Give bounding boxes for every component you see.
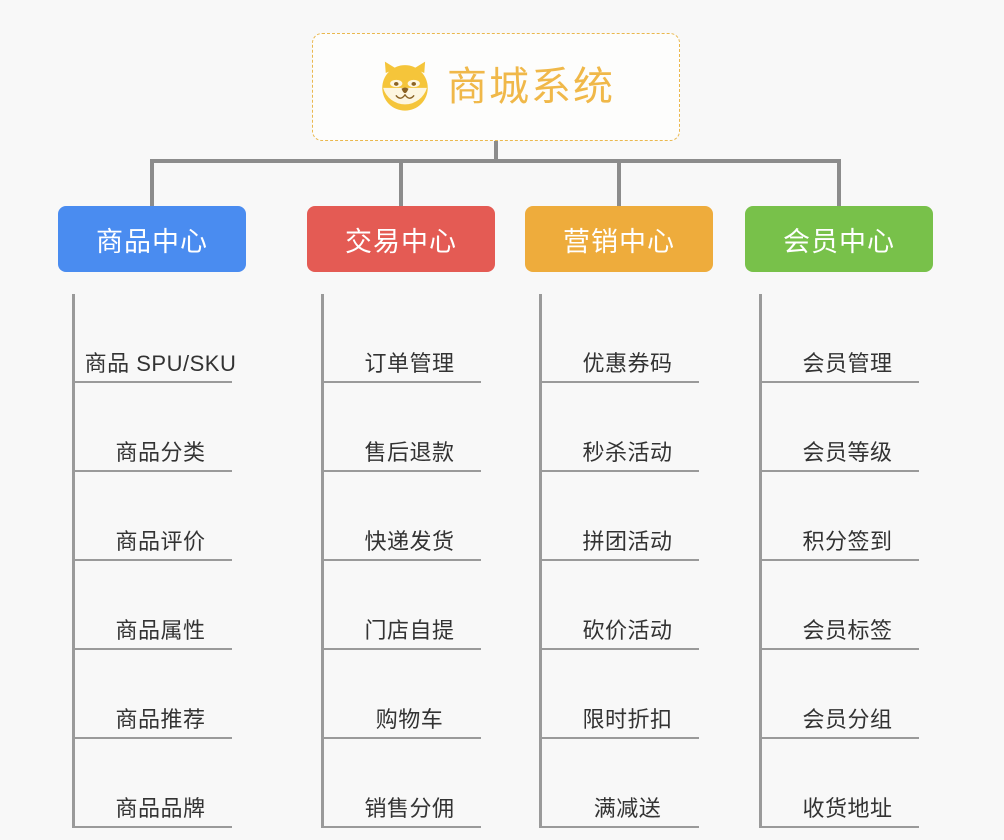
leaf-item-label: 会员管理 (802, 351, 893, 376)
leaf-item-label: 商品 SPU/SKU (84, 351, 237, 376)
leaf-item-label: 会员等级 (802, 440, 893, 465)
column-member-center: 会员中心会员管理会员等级积分签到会员标签会员分组收货地址 (745, 206, 933, 828)
leaf-item[interactable]: 会员分组 (762, 650, 933, 739)
column-product-center: 商品中心商品 SPU/SKU 商品分类商品评价商品属性商品推荐商品品牌 (58, 206, 246, 828)
leaf-item-label: 商品推荐 (115, 707, 206, 732)
connector-horizontal-bus (152, 159, 840, 163)
connector-root-stem (494, 141, 498, 163)
leaf-item[interactable]: 商品品牌 (75, 739, 246, 828)
leaf-item-label: 快递发货 (364, 529, 455, 554)
column-trade-center: 交易中心订单管理售后退款快递发货门店自提购物车销售分佣 (307, 206, 495, 828)
connector-drop-1 (150, 159, 154, 208)
leaf-item[interactable]: 会员等级 (762, 383, 933, 472)
leaf-item[interactable]: 快递发货 (324, 472, 495, 561)
leaf-item-label: 限时折扣 (582, 707, 673, 732)
leaf-list-product-center: 商品 SPU/SKU 商品分类商品评价商品属性商品推荐商品品牌 (72, 294, 246, 828)
leaf-item-label: 拼团活动 (582, 529, 673, 554)
connector-drop-2 (399, 159, 403, 208)
leaf-item-label: 商品品牌 (115, 796, 206, 821)
leaf-list-marketing-center: 优惠券码秒杀活动拼团活动砍价活动限时折扣满减送 (539, 294, 713, 828)
root-node[interactable]: 商城系统 (312, 33, 680, 141)
leaf-item-label: 销售分佣 (364, 796, 455, 821)
column-header-marketing-center[interactable]: 营销中心 (525, 206, 713, 272)
leaf-item[interactable]: 满减送 (542, 739, 713, 828)
leaf-item-label: 售后退款 (364, 440, 455, 465)
leaf-item-label: 砍价活动 (582, 618, 673, 643)
leaf-item-label: 会员分组 (802, 707, 893, 732)
leaf-item-label: 积分签到 (802, 529, 893, 554)
column-header-member-center[interactable]: 会员中心 (745, 206, 933, 272)
column-header-trade-center[interactable]: 交易中心 (307, 206, 495, 272)
leaf-item-label: 商品属性 (115, 618, 206, 643)
leaf-item-label: 商品分类 (115, 440, 206, 465)
connector-drop-3 (617, 159, 621, 208)
leaf-item[interactable]: 订单管理 (324, 294, 495, 383)
leaf-item-label: 门店自提 (364, 618, 455, 643)
leaf-item-label: 商品评价 (115, 529, 206, 554)
leaf-item[interactable]: 秒杀活动 (542, 383, 713, 472)
leaf-item[interactable]: 门店自提 (324, 561, 495, 650)
leaf-item-label: 优惠券码 (582, 351, 673, 376)
leaf-item[interactable]: 优惠券码 (542, 294, 713, 383)
column-header-label: 交易中心 (345, 226, 457, 257)
leaf-item-label: 满减送 (593, 796, 662, 821)
leaf-item[interactable]: 会员管理 (762, 294, 933, 383)
leaf-list-trade-center: 订单管理售后退款快递发货门店自提购物车销售分佣 (321, 294, 495, 828)
leaf-item[interactable]: 积分签到 (762, 472, 933, 561)
column-header-label: 营销中心 (563, 226, 675, 257)
leaf-item[interactable]: 商品 SPU/SKU (75, 294, 246, 383)
column-header-label: 会员中心 (783, 226, 895, 257)
leaf-list-member-center: 会员管理会员等级积分签到会员标签会员分组收货地址 (759, 294, 933, 828)
leaf-item[interactable]: 购物车 (324, 650, 495, 739)
leaf-item[interactable]: 商品推荐 (75, 650, 246, 739)
column-header-product-center[interactable]: 商品中心 (58, 206, 246, 272)
connector-drop-4 (837, 159, 841, 208)
leaf-item-label: 订单管理 (364, 351, 455, 376)
leaf-item[interactable]: 销售分佣 (324, 739, 495, 828)
leaf-item[interactable]: 砍价活动 (542, 561, 713, 650)
leaf-item[interactable]: 会员标签 (762, 561, 933, 650)
leaf-item[interactable]: 售后退款 (324, 383, 495, 472)
leaf-item-label: 会员标签 (802, 618, 893, 643)
dog-face-icon (382, 61, 428, 111)
leaf-item[interactable]: 拼团活动 (542, 472, 713, 561)
leaf-item[interactable]: 商品分类 (75, 383, 246, 472)
leaf-item[interactable]: 收货地址 (762, 739, 933, 828)
leaf-item-label: 秒杀活动 (582, 440, 673, 465)
leaf-item-label: 收货地址 (802, 796, 893, 821)
column-header-label: 商品中心 (96, 226, 208, 257)
leaf-item[interactable]: 商品属性 (75, 561, 246, 650)
root-title: 商城系统 (447, 65, 615, 109)
leaf-item[interactable]: 限时折扣 (542, 650, 713, 739)
leaf-item-label: 购物车 (375, 707, 444, 732)
leaf-item[interactable]: 商品评价 (75, 472, 246, 561)
column-marketing-center: 营销中心优惠券码秒杀活动拼团活动砍价活动限时折扣满减送 (525, 206, 713, 828)
